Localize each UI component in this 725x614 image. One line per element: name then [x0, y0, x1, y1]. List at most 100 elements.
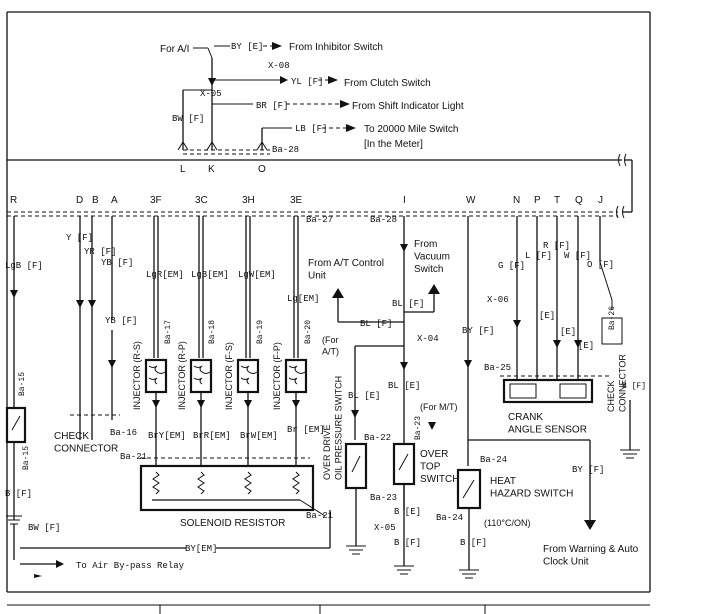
injector-tag-4: Ba-20 [304, 320, 313, 344]
injector-wire-bottom-4: Br [EM] [287, 425, 325, 435]
terminal-3e: 3E [290, 195, 303, 206]
injector-wire-bottom-3: BrW[EM] [240, 431, 278, 441]
from-inhibitor-label: From Inhibitor Switch [289, 42, 383, 53]
terminal-q: Q [575, 195, 583, 206]
injector-1-body [144, 358, 168, 394]
injector-name-3: INJECTOR (F-S) [224, 342, 234, 410]
injector-wire-top-3: LgW[EM] [238, 270, 276, 280]
by-f2-label: BY [F] [572, 465, 604, 475]
ba15-label: Ba-15 [18, 372, 27, 396]
in-meter-label: [In the Meter] [364, 139, 423, 150]
over-drive-label: OVER DRIVEOIL PRESSURE SWITCH [322, 376, 343, 480]
ba15b-label: Ba-15 [22, 446, 31, 470]
yr-f-label: YR [F] [84, 247, 116, 257]
crank-angle-sensor [502, 378, 594, 404]
term-o-label: O [258, 164, 266, 175]
ba24-label: Ba-24 [480, 455, 507, 465]
for-mt-label: (For M/T) [420, 402, 458, 412]
temp-label: (110°C/ON) [484, 518, 530, 528]
b-f-left-label: B [F] [5, 489, 32, 499]
b-f-center-label: B [F] [394, 538, 421, 548]
injector-tag-3: Ba-19 [256, 320, 265, 344]
from-shift-label: From Shift Indicator Light [352, 101, 464, 112]
injector-name-2: INJECTOR (R-P) [177, 341, 187, 410]
terminal-3c: 3C [195, 195, 208, 206]
term-l-label: L [180, 164, 186, 175]
to-20000-label: To 20000 Mile Switch [364, 124, 459, 135]
ba24b-label: Ba-24 [436, 513, 463, 523]
ba21b-label: Ba-21 [306, 511, 333, 521]
terminal-a: A [111, 195, 118, 206]
by-em-label: BY[EM] [185, 544, 217, 554]
injector-wire-bottom-1: BrY[EM] [148, 431, 186, 441]
terminal-3h: 3H [242, 195, 255, 206]
yb-f2-label: YB [F] [105, 316, 137, 326]
bl-e2-label: BL [E] [348, 391, 380, 401]
bw-f-top-label: BW [F] [172, 114, 204, 124]
l-f-label: L [F] [525, 251, 552, 261]
x08-label: X-08 [268, 61, 290, 71]
injector-wire-top-1: LgR[EM] [146, 270, 184, 280]
x05-label: X-05 [374, 523, 396, 533]
injector-tag-1: Ba-17 [164, 320, 173, 344]
r-f-label: R [F] [543, 241, 570, 251]
terminal-b: B [92, 195, 99, 206]
yl-f-label: YL [F] [291, 77, 323, 87]
injector-section: LgR[EM] LgB[EM] LgW[EM] Lg[EM] Ba-17 Ba-… [120, 216, 333, 554]
injector-2-body [189, 358, 213, 394]
x05-top-label: X-05 [200, 89, 222, 99]
ba27-label: Ba-27 [306, 215, 333, 225]
y-f-label: Y [F] [66, 233, 93, 243]
terminal-j: J [598, 195, 603, 206]
injector-name-4: INJECTOR (F-P) [272, 342, 282, 410]
bl-f-label: BL [F] [360, 319, 392, 329]
ba25-label: Ba-25 [484, 363, 511, 373]
lb-f-label: LB [F] [295, 124, 327, 134]
bl-e-label: BL [E] [388, 381, 420, 391]
terminal-p: P [534, 195, 541, 206]
injector-name-1: INJECTOR (R-S) [132, 341, 142, 410]
check-connector-right-label: CHECKCONNECTOR [606, 354, 627, 412]
e1-label: [E] [539, 311, 555, 321]
injector-wire-top-4: Lg[EM] [287, 294, 319, 304]
terminal-r: R [10, 195, 17, 206]
over-drive-switch [344, 442, 368, 490]
ba21-label: Ba-21 [120, 452, 147, 462]
x06-label: X-06 [487, 295, 509, 305]
ba23-label: Ba-23 [414, 416, 423, 440]
br-f-label: BR [F] [256, 101, 288, 111]
terminal-3f: 3F [150, 195, 162, 206]
for-ai-label: For A/I [160, 44, 189, 55]
ba23b-label: Ba-23 [370, 493, 397, 503]
terminal-d: D [76, 195, 83, 206]
terminal-t: T [554, 195, 560, 206]
ba22-label: Ba-22 [364, 433, 391, 443]
from-clutch-label: From Clutch Switch [344, 78, 431, 89]
e3-label: [E] [578, 341, 594, 351]
left-section: LgB [F] Ba-15 Ba-15 B [F] Y [F] YR [F] Y… [5, 216, 186, 578]
lgb-f-label: LgB [F] [5, 261, 43, 271]
yb-f-label: YB [F] [101, 258, 133, 268]
g-f-label: G [F] [498, 261, 525, 271]
injector-4-body [284, 358, 308, 394]
solenoid-resistor-label: SOLENOID RESISTOR [180, 518, 285, 529]
terminal-i: I [403, 195, 406, 206]
over-top-switch [392, 442, 416, 486]
bl-f2-label: BL [F] [392, 299, 424, 309]
e2-label: [E] [560, 327, 576, 337]
bw-f-left-label: BW [F] [28, 523, 60, 533]
terminal-w: W [466, 195, 476, 206]
w-f-label: W [F] [564, 251, 591, 261]
